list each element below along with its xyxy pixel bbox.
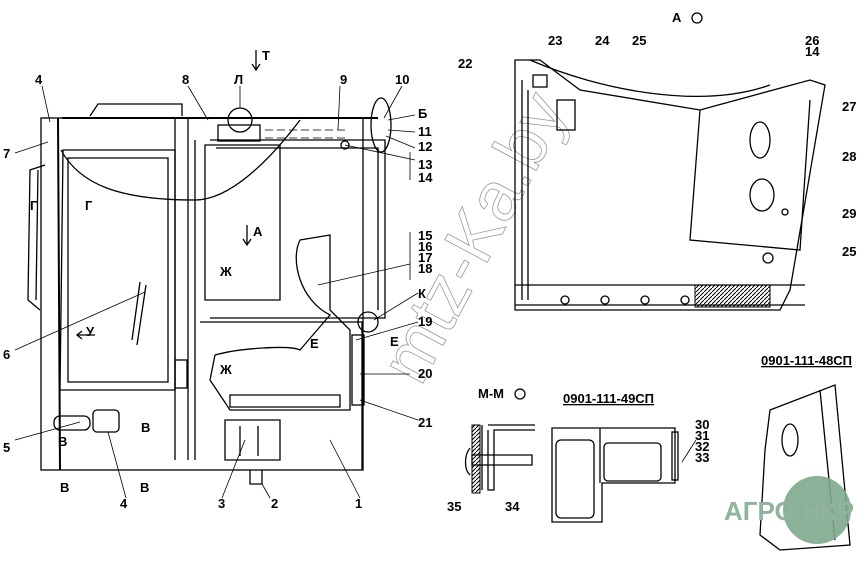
callout: 29 (842, 206, 856, 221)
mark: У (86, 324, 95, 339)
mark: Ж (219, 264, 232, 279)
callout: 28 (842, 149, 856, 164)
callout: 26 (805, 33, 819, 48)
mark: Е (310, 336, 319, 351)
callout: 35 (447, 499, 461, 514)
mark: Г (85, 198, 93, 213)
callout: 16 (418, 239, 432, 254)
leader-lines (14, 85, 419, 499)
callout: 30 (695, 417, 709, 432)
callout: 14 (805, 44, 820, 59)
callout: 33 (695, 450, 709, 465)
callout: 21 (418, 415, 432, 430)
callout: 13 (418, 157, 432, 172)
callout: 5 (3, 440, 10, 455)
mark: В (140, 480, 149, 495)
spec-49-title: 0901-111-49СП (563, 391, 654, 406)
mark: Ж (219, 362, 232, 377)
agro-logo: АГРО НКР (724, 476, 854, 544)
callout: 22 (458, 56, 472, 71)
callout: 23 (548, 33, 562, 48)
callout: 6 (3, 347, 10, 362)
mark: Г (30, 198, 38, 213)
callout: 24 (595, 33, 610, 48)
callout: 4 (35, 72, 43, 87)
rotate-icon (514, 388, 526, 400)
callout: 17 (418, 250, 432, 265)
callout: 4 (120, 496, 128, 511)
section-mm (464, 424, 535, 494)
callout: 19 (418, 314, 432, 329)
mark: Т (262, 48, 270, 63)
callout: 9 (340, 72, 347, 87)
rotate-icon (691, 12, 703, 24)
section-mm-title: М-М (478, 386, 504, 401)
mark: В (58, 434, 67, 449)
callout: 32 (695, 439, 709, 454)
mark: К (418, 286, 426, 301)
callout: 8 (182, 72, 189, 87)
section-mark-letters: Т Л Б К А Г Г Ж Ж У Е Е В В В В (30, 48, 427, 495)
callout: 7 (3, 146, 10, 161)
callout: 11 (418, 124, 432, 139)
callout: 3 (218, 496, 225, 511)
mark: А (253, 224, 263, 239)
callout: 14 (418, 170, 433, 185)
mark: Б (418, 106, 427, 121)
callout: 2 (271, 496, 278, 511)
callout-numbers: 1 2 3 4 4 5 6 7 8 9 10 11 12 13 14 15 16… (3, 33, 856, 514)
callout: 31 (695, 428, 709, 443)
callout: 27 (842, 99, 856, 114)
callout: 12 (418, 139, 432, 154)
callout: 1 (355, 496, 362, 511)
callout: 25 (632, 33, 646, 48)
spec-48-title: 0901-111-48СП (761, 353, 852, 368)
view-a-panels (514, 59, 826, 311)
mark: Л (234, 72, 243, 87)
view-a-title: А (672, 10, 682, 25)
part-49sp (551, 427, 697, 523)
callout: 15 (418, 228, 432, 243)
callout: 10 (395, 72, 409, 87)
logo-text: АГРО НКР (724, 496, 854, 526)
callout: 25 (842, 244, 856, 259)
callout: 20 (418, 366, 432, 381)
cab-main-view (27, 97, 392, 485)
mark: Е (390, 334, 399, 349)
section-arrows (75, 50, 261, 340)
mark: В (60, 480, 69, 495)
callout: 18 (418, 261, 432, 276)
mark: В (141, 420, 150, 435)
callout: 34 (505, 499, 520, 514)
